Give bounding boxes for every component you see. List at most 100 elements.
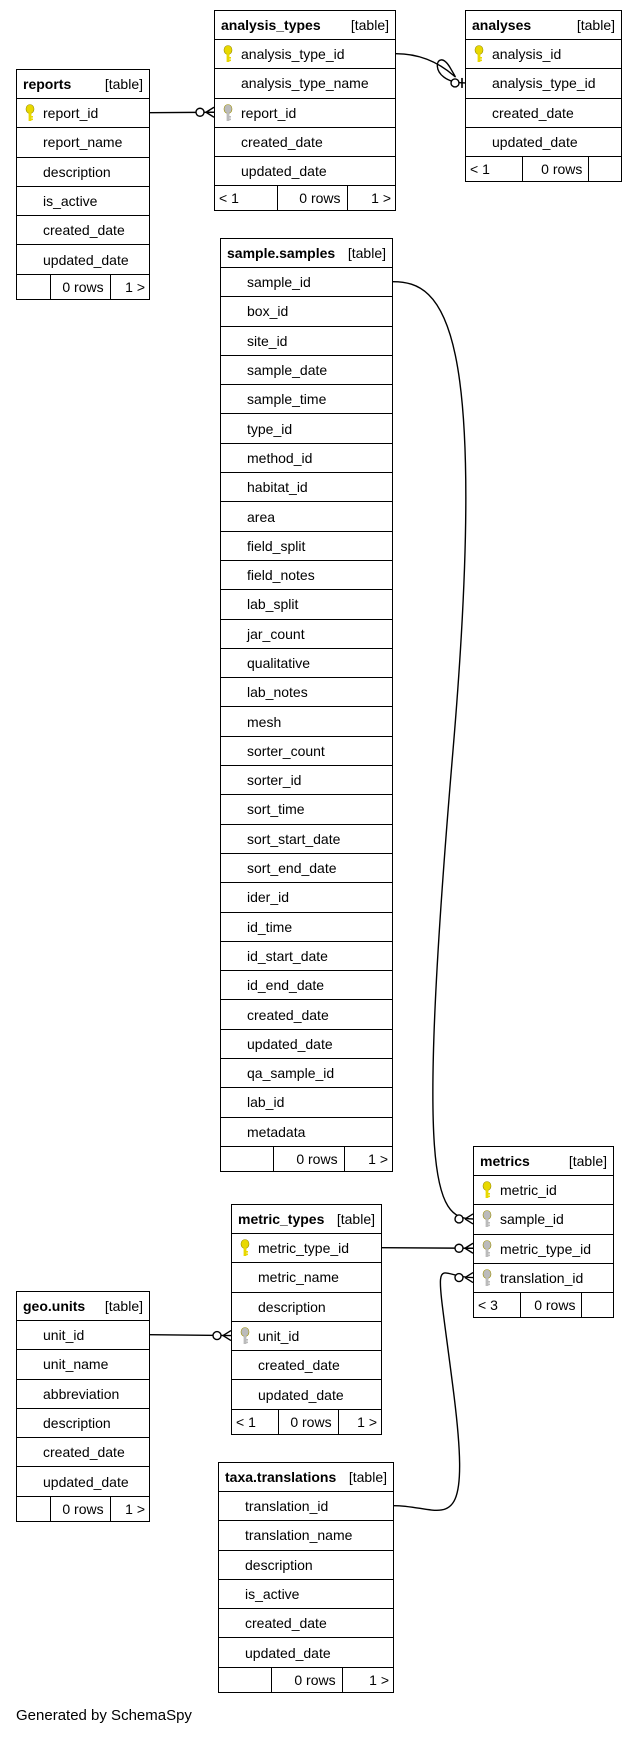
column-row[interactable]: created_date [219, 1609, 393, 1639]
column-name[interactable]: metric_type_id [500, 1240, 592, 1257]
column-row[interactable]: ider_id [221, 883, 392, 913]
column-row[interactable]: created_date [232, 1351, 381, 1381]
column-row[interactable]: method_id [221, 444, 392, 474]
column-name[interactable]: created_date [258, 1357, 340, 1374]
table-header[interactable]: metric_types[table] [232, 1205, 381, 1234]
column-name[interactable]: translation_id [245, 1498, 329, 1515]
table-header[interactable]: geo.units[table] [17, 1292, 149, 1321]
column-name[interactable]: metric_id [500, 1182, 557, 1199]
column-name[interactable]: lab_id [247, 1094, 285, 1111]
column-row[interactable]: area [221, 502, 392, 532]
column-name[interactable]: jar_count [247, 625, 305, 642]
column-row[interactable]: is_active [219, 1580, 393, 1610]
column-row[interactable]: created_date [215, 128, 395, 158]
column-row[interactable]: lab_id [221, 1088, 392, 1118]
column-row[interactable]: updated_date [17, 1467, 149, 1497]
children-count[interactable] [582, 1293, 613, 1317]
column-row[interactable]: metric_type_id [474, 1235, 613, 1264]
column-name[interactable]: method_id [247, 449, 313, 466]
column-name[interactable]: unit_id [258, 1328, 300, 1345]
column-name[interactable]: updated_date [241, 163, 327, 180]
column-row[interactable]: created_date [221, 1000, 392, 1030]
column-name[interactable]: updated_date [43, 1473, 129, 1490]
table-name[interactable]: reports [23, 76, 72, 92]
column-row[interactable]: description [219, 1551, 393, 1580]
column-name[interactable]: metric_type_id [258, 1240, 350, 1257]
column-row[interactable]: updated_date [17, 245, 149, 275]
parents-count[interactable] [221, 1146, 275, 1171]
column-name[interactable]: metadata [247, 1123, 306, 1140]
column-name[interactable]: updated_date [247, 1035, 333, 1052]
column-name[interactable]: lab_notes [247, 684, 308, 701]
table-geo-units[interactable]: geo.units[table] unit_id unit_name abbrevia… [16, 1291, 150, 1522]
column-row[interactable]: analysis_type_id [466, 69, 621, 99]
column-name[interactable]: site_id [247, 332, 288, 349]
table-header[interactable]: analyses[table] [466, 11, 621, 40]
column-row[interactable]: lab_notes [221, 678, 392, 708]
column-name[interactable]: description [43, 1415, 111, 1432]
column-name[interactable]: abbreviation [43, 1385, 120, 1402]
column-row[interactable]: description [17, 1409, 149, 1439]
table-metric-types[interactable]: metric_types[table] metric_type_id metric_… [231, 1204, 382, 1435]
column-name[interactable]: unit_id [43, 1327, 85, 1344]
parents-count[interactable] [17, 274, 51, 299]
column-name[interactable]: analysis_type_id [492, 75, 596, 92]
table-name[interactable]: analyses [472, 17, 532, 33]
column-name[interactable]: sorter_count [247, 742, 325, 759]
column-name[interactable]: habitat_id [247, 479, 308, 496]
column-name[interactable]: updated_date [492, 134, 578, 151]
column-name[interactable]: updated_date [43, 251, 129, 268]
column-name[interactable]: lab_split [247, 596, 299, 613]
column-row[interactable]: metric_id [474, 1176, 613, 1206]
table-header[interactable]: metrics[table] [474, 1147, 613, 1176]
column-row[interactable]: updated_date [215, 157, 395, 187]
parents-count[interactable]: < 1 [466, 157, 524, 182]
children-count[interactable]: 1 > [125, 278, 145, 295]
column-row[interactable]: metric_name [232, 1263, 381, 1293]
column-row[interactable]: sample_id [221, 268, 392, 298]
column-name[interactable]: created_date [43, 222, 125, 239]
column-name[interactable]: box_id [247, 303, 289, 320]
table-name[interactable]: geo.units [23, 1298, 86, 1314]
column-row[interactable]: id_start_date [221, 942, 392, 972]
column-name[interactable]: description [43, 163, 111, 180]
column-row[interactable]: metric_type_id [232, 1234, 381, 1264]
column-name[interactable]: analysis_type_name [241, 75, 369, 92]
column-name[interactable]: sorter_id [247, 772, 302, 789]
column-name[interactable]: qualitative [247, 655, 311, 671]
column-row[interactable]: description [232, 1293, 381, 1322]
column-row[interactable]: updated_date [219, 1638, 393, 1668]
table-header[interactable]: sample.samples[table] [221, 239, 392, 268]
column-name[interactable]: id_end_date [247, 977, 325, 994]
column-name[interactable]: analysis_type_id [241, 46, 345, 63]
column-name[interactable]: id_time [247, 918, 293, 935]
column-row[interactable]: sorter_id [221, 766, 392, 796]
column-row[interactable]: qualitative [221, 649, 392, 679]
column-row[interactable]: id_time [221, 913, 392, 942]
table-name[interactable]: sample.samples [227, 245, 336, 261]
column-row[interactable]: habitat_id [221, 473, 392, 503]
table-name[interactable]: analysis_types [221, 17, 321, 33]
table-name[interactable]: taxa.translations [225, 1469, 337, 1485]
column-row[interactable]: sort_time [221, 795, 392, 825]
column-row[interactable]: sort_end_date [221, 854, 392, 884]
column-row[interactable]: metadata [221, 1118, 392, 1147]
column-row[interactable]: updated_date [466, 128, 621, 158]
column-row[interactable]: qa_sample_id [221, 1059, 392, 1089]
column-row[interactable]: created_date [466, 99, 621, 128]
column-row[interactable]: field_split [221, 532, 392, 561]
column-row[interactable]: site_id [221, 327, 392, 356]
parents-count[interactable] [219, 1667, 273, 1692]
column-row[interactable]: lab_split [221, 590, 392, 620]
column-name[interactable]: field_notes [247, 567, 315, 584]
column-row[interactable]: sample_time [221, 385, 392, 415]
column-row[interactable]: created_date [17, 216, 149, 246]
column-row[interactable]: sample_date [221, 356, 392, 386]
column-name[interactable]: unit_name [43, 1356, 109, 1373]
children-count[interactable]: 1 > [369, 1671, 389, 1688]
column-name[interactable]: updated_date [245, 1644, 331, 1661]
